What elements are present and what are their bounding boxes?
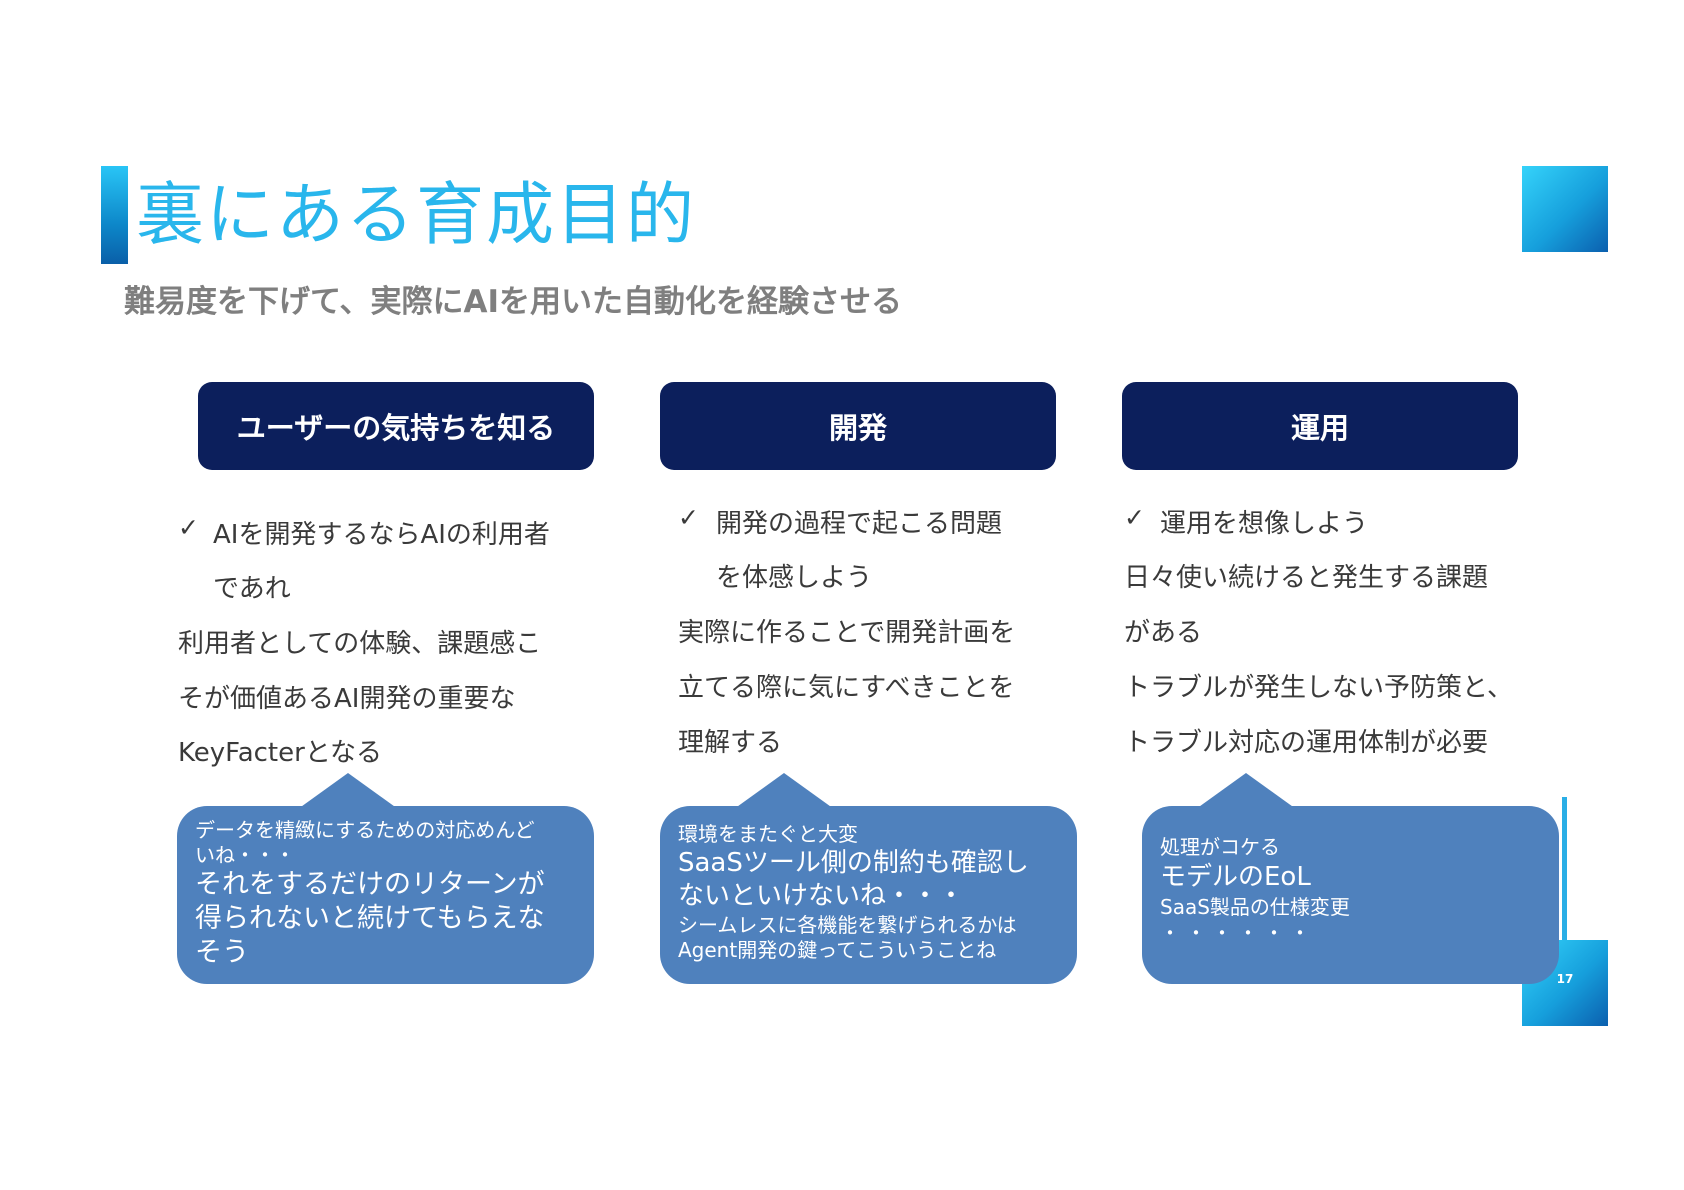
column-header-operations: 運用: [1122, 382, 1518, 470]
bubble-line: 環境をまたぐと大変: [678, 822, 858, 846]
page-number: 17: [1556, 972, 1574, 986]
speech-bubble-tail: [298, 773, 398, 809]
speech-bubble-operations: 処理がコケる モデルのEoL SaaS製品の仕様変更 ・・・・・・: [1142, 806, 1559, 984]
speech-bubble-tail: [1196, 773, 1296, 809]
bubble-line: Agent開発の鍵ってこういうことね: [678, 938, 997, 962]
check-text-line: 運用を想像しよう: [1160, 509, 1369, 539]
body-text-line: 立てる際に気にすべきことを: [678, 673, 1015, 703]
speech-bubble-user: データを精緻にするための対応めんど いね・・・ それをするだけのリターンが 得ら…: [177, 806, 594, 984]
corner-accent-line: [1562, 797, 1567, 942]
bubble-line: ないといけないね・・・: [678, 881, 965, 911]
slide-subtitle: 難易度を下げて、実際にAIを用いた自動化を経験させる: [124, 284, 902, 320]
check-icon: ✓: [1124, 503, 1145, 532]
check-text-line: を体感しよう: [716, 563, 873, 593]
bubble-line: 処理がコケる: [1160, 835, 1280, 859]
check-text-line: 開発の過程で起こる問題: [716, 509, 1003, 539]
column-header-development: 開発: [660, 382, 1056, 470]
check-icon: ✓: [178, 513, 199, 542]
slide-title: 裏にある育成目的: [136, 176, 697, 255]
body-text-line: トラブルが発生しない予防策と、: [1124, 673, 1513, 703]
body-text-line: トラブル対応の運用体制が必要: [1124, 728, 1489, 758]
bubble-line: シームレスに各機能を繋げられるかは: [678, 913, 1017, 937]
body-text-line: KeyFacterとなる: [178, 738, 383, 768]
column-header-user-feelings: ユーザーの気持ちを知る: [198, 382, 594, 470]
body-text-line: がある: [1124, 618, 1203, 648]
title-accent-bar: [101, 166, 128, 264]
bubble-line: いね・・・: [195, 843, 295, 867]
body-text-line: 理解する: [678, 728, 783, 758]
body-text-line: 実際に作ることで開発計画を: [678, 618, 1016, 648]
corner-accent-top: [1522, 166, 1608, 252]
body-text-line: 日々使い続けると発生する課題: [1124, 563, 1489, 593]
bubble-line: モデルのEoL: [1160, 862, 1311, 892]
body-text-line: そが価値あるAI開発の重要な: [178, 684, 516, 714]
bubble-line: 得られないと続けてもらえな: [195, 903, 545, 934]
bubble-line: そう: [195, 937, 249, 968]
speech-bubble-tail: [734, 773, 834, 809]
bubble-line: ・・・・・・: [1160, 921, 1316, 945]
speech-bubble-development: 環境をまたぐと大変 SaaSツール側の制約も確認し ないといけないね・・・ シー…: [660, 806, 1077, 984]
bubble-line: それをするだけのリターンが: [195, 869, 545, 900]
check-icon: ✓: [678, 503, 699, 532]
body-text-line: 利用者としての体験、課題感こ: [178, 629, 542, 659]
check-text-line: であれ: [213, 574, 291, 604]
bubble-line: データを精緻にするための対応めんど: [195, 818, 535, 842]
check-text-line: AIを開発するならAIの利用者: [213, 520, 550, 550]
bubble-line: SaaS製品の仕様変更: [1160, 895, 1350, 919]
bubble-line: SaaSツール側の制約も確認し: [678, 848, 1029, 878]
